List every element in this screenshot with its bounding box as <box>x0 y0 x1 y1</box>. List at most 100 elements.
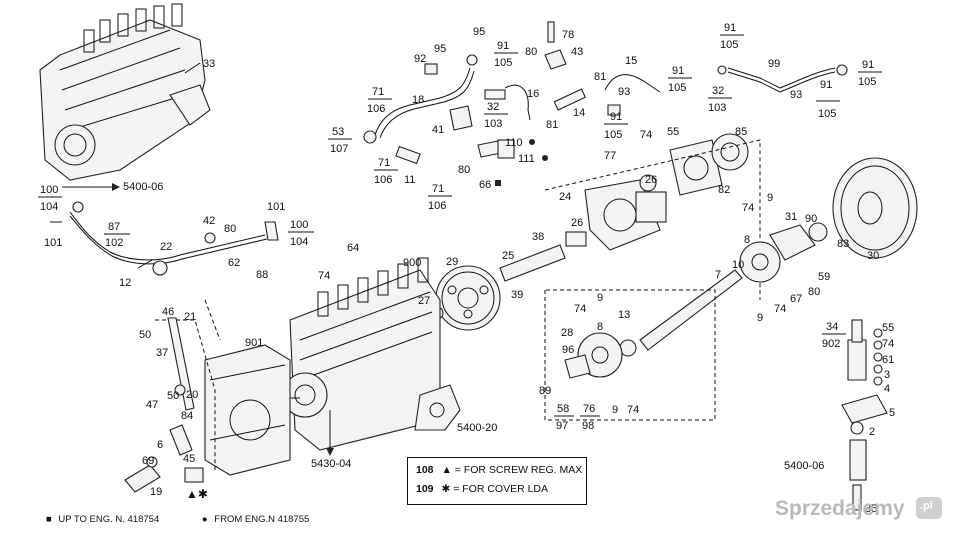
label-9b: 9 <box>757 312 763 324</box>
label-100b: 100 <box>290 219 308 231</box>
label-11: 11 <box>404 174 415 186</box>
ref-5400-20: 5400-20 <box>457 422 497 434</box>
label-95a: 95 <box>473 26 485 38</box>
label-901: 901 <box>245 337 263 349</box>
label-62: 62 <box>228 257 240 269</box>
label-91a: 91 <box>497 40 509 52</box>
label-5: 5 <box>889 407 895 419</box>
label-55a: 55 <box>667 126 679 138</box>
label-101: 101 <box>44 237 62 249</box>
label-103a: 103 <box>484 118 502 130</box>
label-2: 2 <box>869 426 875 438</box>
legend-symbol: ▲ <box>441 464 452 476</box>
label-64: 64 <box>347 242 359 254</box>
label-13: 13 <box>618 309 630 321</box>
label-8a: 8 <box>744 234 750 246</box>
label-87: 87 <box>108 221 120 233</box>
label-106c: 106 <box>428 200 446 212</box>
label-76: 76 <box>583 403 595 415</box>
label-81b: 81 <box>546 119 558 131</box>
label-32: 32 <box>487 101 499 113</box>
label-50b: 50 <box>167 390 179 402</box>
legend-text: = FOR COVER LDA <box>453 483 549 495</box>
label-103b: 103 <box>708 102 726 114</box>
label-900: 900 <box>403 257 421 269</box>
label-7: 7 <box>715 269 721 281</box>
label-78: 78 <box>562 29 574 41</box>
label-74a: 74 <box>640 129 652 141</box>
label-26b: 26 <box>571 217 583 229</box>
label-101b: 101 <box>267 201 285 213</box>
legend-row-108: 108 ▲ = FOR SCREW REG. MAX <box>416 464 582 476</box>
label-105a: 105 <box>494 57 512 69</box>
ref-5400-06-bottom: 5400-06 <box>784 460 824 472</box>
legend-box: 108 ▲ = FOR SCREW REG. MAX 109 ✱ = FOR C… <box>407 457 587 505</box>
label-18: 18 <box>412 94 424 106</box>
label-10: 10 <box>732 259 744 271</box>
coupling-housing <box>565 133 749 251</box>
label-89: 89 <box>539 385 551 397</box>
ref-5400-06-top: 5400-06 <box>123 181 163 193</box>
label-71a: 71 <box>372 86 384 98</box>
label-81a: 81 <box>594 71 606 83</box>
label-71c: 71 <box>432 183 444 195</box>
label-74c: 74 <box>742 202 754 214</box>
label-34: 34 <box>826 321 838 333</box>
label-111: 111 <box>518 153 535 165</box>
note-text: FROM ENG.N 418755 <box>214 514 310 525</box>
label-33: 33 <box>203 58 215 70</box>
label-32b: 32 <box>712 85 724 97</box>
legend-symbol: ✱ <box>441 483 451 495</box>
label-107: 107 <box>330 143 348 155</box>
label-105c: 105 <box>668 82 686 94</box>
label-9c: 9 <box>597 292 603 304</box>
label-55b: 55 <box>882 322 894 334</box>
label-9d: 9 <box>612 404 618 416</box>
label-12: 12 <box>119 277 131 289</box>
label-16: 16 <box>527 88 539 100</box>
label-37: 37 <box>156 347 168 359</box>
label-74b: 74 <box>318 270 330 282</box>
label-105b: 105 <box>604 129 622 141</box>
label-9a: 9 <box>767 192 773 204</box>
label-39: 39 <box>511 289 523 301</box>
label-50a: 50 <box>139 329 151 341</box>
label-21: 21 <box>184 311 196 323</box>
label-98: 98 <box>582 420 594 432</box>
watermark-badge: .pl <box>916 497 942 519</box>
label-93b: 93 <box>790 89 802 101</box>
label-91b: 91 <box>610 111 622 123</box>
label-25: 25 <box>502 250 514 262</box>
label-15: 15 <box>625 55 637 67</box>
label-59: 59 <box>818 271 830 283</box>
symbol-triangle-star: ▲✱ <box>186 487 208 501</box>
label-85: 85 <box>735 126 747 138</box>
note-text: UP TO ENG. N. 418754 <box>58 514 160 525</box>
label-83: 83 <box>837 238 849 250</box>
label-84: 84 <box>181 410 193 422</box>
label-43: 43 <box>571 46 583 58</box>
label-97: 97 <box>556 420 568 432</box>
label-20: 20 <box>186 389 198 401</box>
label-61: 61 <box>882 354 894 366</box>
label-6: 6 <box>157 439 163 451</box>
label-8b: 8 <box>597 321 603 333</box>
label-91e: 91 <box>820 79 832 91</box>
label-74d: 74 <box>774 303 786 315</box>
watermark: Sprzedajemy <box>775 497 905 520</box>
label-96: 96 <box>562 344 574 356</box>
label-82: 82 <box>718 184 730 196</box>
label-80c: 80 <box>458 164 470 176</box>
label-80b: 80 <box>525 46 537 58</box>
lift-pump-902 <box>841 319 888 511</box>
label-67: 67 <box>790 293 802 305</box>
label-104: 104 <box>40 201 58 213</box>
label-80d: 80 <box>808 286 820 298</box>
label-19: 19 <box>150 486 162 498</box>
note-symbol: ● <box>201 514 208 525</box>
label-42: 42 <box>203 215 215 227</box>
label-91c: 91 <box>672 65 684 77</box>
injection-pump-assembly-top <box>39 3 211 181</box>
label-92: 92 <box>414 53 426 65</box>
label-91d: 91 <box>724 22 736 34</box>
